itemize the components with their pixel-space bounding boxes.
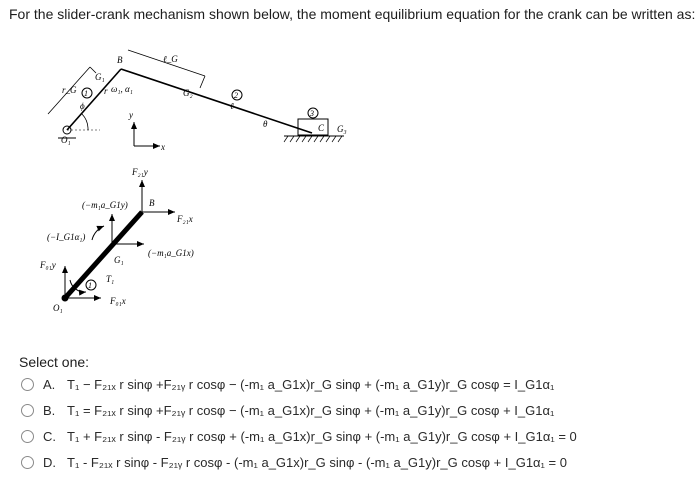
label-fbd-link-1: 1 [88, 281, 92, 290]
option-b[interactable]: B. T₁ = F₂₁ₓ r sinφ +F₂₁ᵧ r cosφ − (-m₁ … [14, 398, 694, 423]
label-ig1-alpha1: (−I_G1α₁) [47, 232, 85, 242]
label-lg: ℓ_G [163, 54, 178, 64]
label-f01y: F₀₁y [39, 260, 56, 270]
label-g1: G₁ [95, 72, 105, 82]
option-d[interactable]: D. T₁ - F₂₁ₓ r sinφ - F₂₁ᵧ r cosφ - (-m₁… [14, 450, 694, 475]
label-x: x [160, 142, 165, 152]
label-b: B [117, 55, 123, 65]
label-y: y [128, 110, 133, 120]
radio-button[interactable] [21, 378, 34, 391]
option-letter: A. [43, 377, 56, 392]
label-phi: ϕ [80, 101, 85, 111]
label-theta: θ [263, 119, 268, 129]
label-link-3: 3 [309, 109, 314, 118]
label-m1ag1y: (−m₁a_G1y) [82, 200, 128, 210]
fbd-crank [63, 210, 144, 300]
label-g2: G₂ [183, 88, 193, 98]
option-letter: C. [43, 429, 56, 444]
option-letter: B. [43, 403, 56, 418]
label-l: ℓ [230, 101, 234, 111]
slider-block [297, 118, 329, 136]
option-c[interactable]: C. T₁ + F₂₁ₓ r sinφ - F₂₁ᵧ r cosφ + (-m₁… [14, 424, 694, 449]
label-o1-fbd: O₁ [53, 303, 63, 313]
label-f21y: F₂₁y [131, 167, 148, 177]
label-g3: G₃ [337, 124, 347, 134]
label-t1: T₁ [106, 274, 114, 284]
option-text: T₁ + F₂₁ₓ r sinφ - F₂₁ᵧ r cosφ + (-m₁ a_… [67, 429, 577, 444]
label-rg: r_G [62, 85, 77, 95]
label-f01x: F₀₁x [109, 296, 126, 306]
label-g1-fbd: G₁ [114, 255, 124, 265]
select-one-label: Select one: [19, 354, 90, 370]
radio-button[interactable] [21, 404, 34, 417]
mechanism-diagram: B G₁ G₂ G₃ C O₁ ϕ θ r r_G ℓ_G ℓ ω₁, α₁ x… [39, 49, 347, 313]
label-link-1: 1 [84, 89, 88, 98]
label-c: C [318, 123, 325, 133]
crank-link [66, 68, 122, 131]
label-b-fbd: B [149, 198, 155, 208]
radio-button[interactable] [21, 430, 34, 443]
question-text: For the slider-crank mechanism shown bel… [9, 6, 696, 22]
answer-options: A. T₁ − F₂₁ₓ r sinφ +F₂₁ᵧ r cosφ − (-m₁ … [14, 372, 694, 476]
label-omega-alpha: ω₁, α₁ [111, 84, 133, 94]
label-link-2: 2 [234, 91, 238, 100]
label-f21x: F₂₁x [176, 214, 193, 224]
option-a[interactable]: A. T₁ − F₂₁ₓ r sinφ +F₂₁ᵧ r cosφ − (-m₁ … [14, 372, 694, 397]
option-text: T₁ = F₂₁ₓ r sinφ +F₂₁ᵧ r cosφ − (-m₁ a_G… [67, 403, 555, 418]
option-text: T₁ − F₂₁ₓ r sinφ +F₂₁ᵧ r cosφ − (-m₁ a_G… [67, 377, 555, 392]
label-o1: O₁ [61, 135, 71, 145]
option-text: T₁ - F₂₁ₓ r sinφ - F₂₁ᵧ r cosφ - (-m₁ a_… [67, 455, 567, 470]
radio-button[interactable] [21, 456, 34, 469]
connecting-rod [120, 68, 313, 134]
label-m1ag1x: (−m₁a_G1x) [148, 248, 194, 258]
mechanism-figure: B G₁ G₂ G₃ C O₁ ϕ θ r r_G ℓ_G ℓ ω₁, α₁ x… [0, 30, 700, 350]
label-r: r [104, 86, 108, 96]
option-letter: D. [43, 455, 56, 470]
